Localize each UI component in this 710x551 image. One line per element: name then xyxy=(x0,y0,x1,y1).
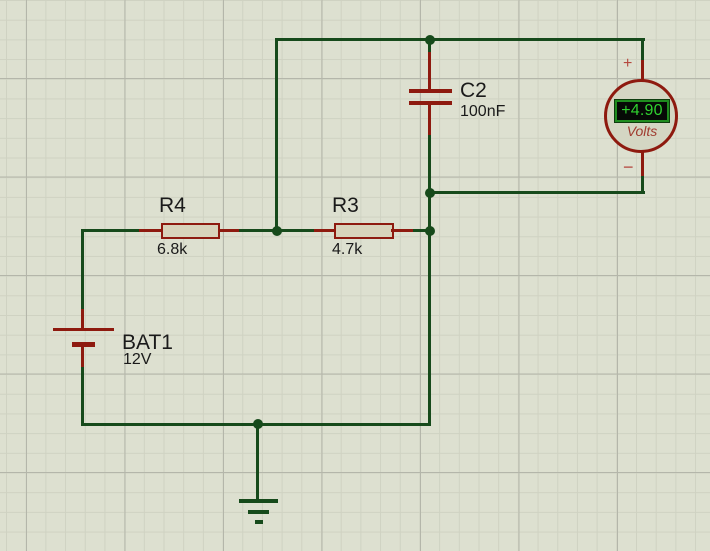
resistor-r4-lead-left[interactable] xyxy=(139,229,163,232)
wire-battery-top[interactable] xyxy=(81,229,84,311)
battery-lead-top[interactable] xyxy=(81,309,84,330)
capacitor-lead-top[interactable] xyxy=(428,52,431,91)
battery-ref-label[interactable]: BAT1 xyxy=(122,331,173,354)
wire-right-drop[interactable] xyxy=(428,193,431,425)
resistor-r3-body[interactable] xyxy=(334,223,394,239)
voltmeter-display: +4.90 xyxy=(615,100,669,122)
junction-dot xyxy=(425,35,435,45)
junction-dot xyxy=(253,419,263,429)
wire-c2-bottom-stub[interactable] xyxy=(428,133,431,195)
resistor-r3-lead-right[interactable] xyxy=(391,229,413,232)
resistor-r4-body[interactable] xyxy=(161,223,220,239)
ground-bar-bottom[interactable] xyxy=(255,520,263,524)
ground-bar-top[interactable] xyxy=(239,499,278,503)
wire-meter-bottom-stub[interactable] xyxy=(641,174,644,194)
capacitor-value-label[interactable]: 100nF xyxy=(460,103,506,120)
wire-meter-return[interactable] xyxy=(428,191,645,194)
resistor-r3-value-label[interactable]: 4.7k xyxy=(332,241,363,258)
voltmeter-minus-terminal: − xyxy=(623,157,634,177)
battery-plate-long[interactable] xyxy=(53,328,114,331)
resistor-r4-ref-label[interactable]: R4 xyxy=(159,194,186,217)
wire-meter-top-stub[interactable] xyxy=(641,38,644,61)
resistor-r3-lead-left[interactable] xyxy=(314,229,336,232)
resistor-r3-ref-label[interactable]: R3 xyxy=(332,194,359,217)
wire-battery-bottom[interactable] xyxy=(81,366,84,426)
voltmeter-plus-terminal: + xyxy=(623,55,633,72)
resistor-r4-lead-right[interactable] xyxy=(219,229,239,232)
capacitor-ref-label[interactable]: C2 xyxy=(460,79,487,102)
capacitor-lead-bottom[interactable] xyxy=(428,104,431,135)
wire-c2-top-stub[interactable] xyxy=(428,38,431,53)
wire-top-rail[interactable] xyxy=(275,38,645,41)
junction-dot xyxy=(425,188,435,198)
battery-lead-bottom[interactable] xyxy=(81,345,84,367)
voltmeter-lead-top[interactable] xyxy=(641,60,644,82)
wire-r3-right-stub[interactable] xyxy=(412,229,431,232)
junction-dot xyxy=(272,226,282,236)
battery-plate-short[interactable] xyxy=(72,342,95,347)
wire-r4-r3-link[interactable] xyxy=(219,229,316,232)
ground-bar-middle[interactable] xyxy=(248,510,269,514)
voltmeter-lead-bottom[interactable] xyxy=(641,150,644,176)
wire-left-riser[interactable] xyxy=(275,38,278,233)
resistor-r4-value-label[interactable]: 6.8k xyxy=(157,241,188,258)
voltmeter-unit-label: Volts xyxy=(626,123,658,139)
wire-r4-left-stub[interactable] xyxy=(81,229,141,232)
capacitor-plate-bottom[interactable] xyxy=(409,101,452,105)
capacitor-plate-top[interactable] xyxy=(409,89,452,93)
junction-dot xyxy=(425,226,435,236)
battery-value-label[interactable]: 12V xyxy=(123,351,152,368)
wire-ground-drop[interactable] xyxy=(256,423,259,501)
